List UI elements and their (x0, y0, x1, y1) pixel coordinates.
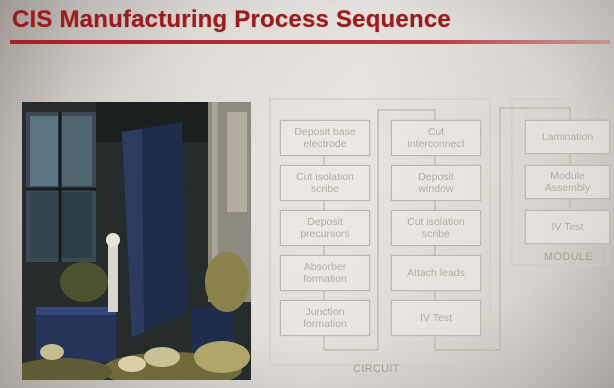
factory-photo (22, 102, 251, 380)
process-step-label: Deposit precursors (300, 216, 350, 240)
process-step-label: Deposit window (418, 171, 454, 195)
process-step-box: Absorber formation (280, 255, 370, 291)
process-step-box: Deposit base electrode (280, 120, 370, 156)
process-step-box: Junction formation (280, 300, 370, 336)
process-step-box: Deposit window (391, 165, 481, 201)
process-step-box: Cut interconnect (391, 120, 481, 156)
process-step-box: Attach leads (391, 255, 481, 291)
process-step-box: Cut isolation scribe (280, 165, 370, 201)
process-step-box: IV Test (525, 210, 610, 244)
process-step-box: Deposit precursors (280, 210, 370, 246)
process-step-label: Lamination (541, 131, 594, 143)
title-underline (10, 40, 610, 44)
process-step-label: Junction formation (303, 306, 347, 330)
process-step-box: Module Assembly (525, 165, 610, 199)
process-step-box: IV Test (391, 300, 481, 336)
process-step-label: IV Test (551, 221, 584, 233)
process-step-label: Cut isolation scribe (296, 171, 354, 195)
process-step-label: Deposit base electrode (294, 126, 356, 150)
process-step-label: IV Test (420, 312, 452, 324)
circuit-label: CIRCUIT (353, 363, 400, 375)
process-step-label: Cut isolation scribe (407, 216, 465, 240)
slide-title: CIS Manufacturing Process Sequence (12, 6, 451, 33)
process-step-label: Module Assembly (544, 170, 591, 194)
module-label: MODULE (544, 251, 593, 263)
process-step-box: Lamination (525, 120, 610, 154)
process-step-label: Absorber formation (303, 261, 347, 285)
process-step-label: Attach leads (407, 267, 465, 279)
process-step-label: Cut interconnect (407, 126, 465, 150)
process-step-box: Cut isolation scribe (391, 210, 481, 246)
